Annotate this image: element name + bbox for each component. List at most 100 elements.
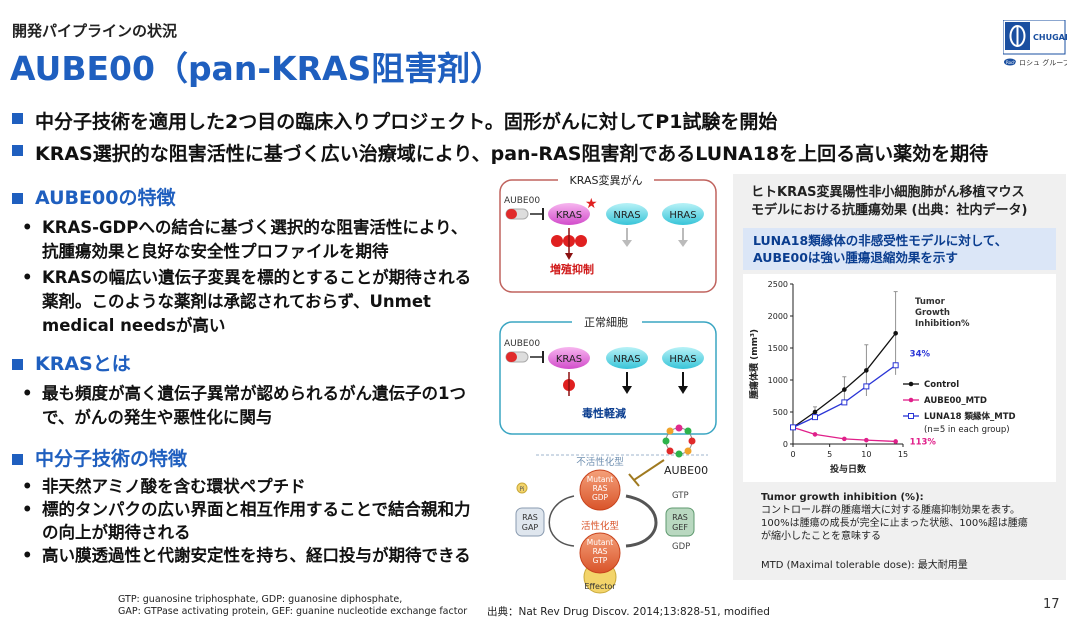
svg-text:RAS: RAS (672, 513, 688, 522)
x-axis-label: 投与日数 (830, 463, 867, 475)
section-heading: 中分子技術の特徴 (12, 444, 492, 471)
svg-text:Pi: Pi (519, 486, 524, 493)
svg-text:RAS: RAS (593, 547, 608, 556)
ras-gap-node (515, 507, 545, 537)
section-aube00: AUBE00の特徴 •KRAS-GDPへの結合に基づく選択的な阻害活性により、抗… (12, 183, 492, 338)
tgi-annotation: Inhibition% (915, 319, 970, 329)
section-midsize-tech: 中分子技術の特徴 •非天然アミノ酸を含む環状ペプチド •標的タンパクの広い界面と… (12, 444, 492, 567)
source-citation: 出典：Nat Rev Drug Discov. 2014;13:828-51, … (487, 606, 770, 618)
footnote: GTP: guanosine triphosphate, GDP: guanos… (118, 594, 468, 617)
list-item: •非天然アミノ酸を含む環状ペプチド (22, 477, 306, 496)
normal-cell-box: 正常細胞 AUBE00 KRAS NRAS HRAS 毒性軽減 (499, 313, 717, 435)
inactive-label: 不活性化型 (576, 456, 624, 468)
box-title: KRAS変異がん (570, 173, 643, 187)
legend-marker (908, 413, 914, 419)
drug-label: AUBE00 (664, 464, 708, 477)
nras-node (606, 203, 648, 225)
x-tick-label: 0 (790, 450, 795, 459)
data-point (842, 387, 847, 392)
data-label: 113% (910, 437, 937, 447)
mutant-ras-gtp-node (579, 532, 621, 574)
y-tick-label: 1000 (768, 376, 788, 385)
svg-text:GTP: GTP (593, 556, 608, 565)
blocked-signal-icon (551, 228, 587, 260)
svg-text:Effector: Effector (584, 582, 616, 591)
legend-label: AUBE00_MTD (924, 396, 987, 406)
hras-node (662, 203, 704, 225)
x-tick-label: 5 (827, 450, 832, 459)
y-tick-label: 2500 (768, 280, 788, 289)
box-title: 正常細胞 (584, 316, 628, 329)
data-point (863, 383, 870, 390)
gtp-label: GTP (672, 491, 689, 501)
kras-mutant-cancer-box: KRAS変異がん AUBE00 KRAS ★ NRAS HRAS 増殖抑制 (499, 171, 717, 293)
roche-text: Roche (1006, 60, 1019, 65)
page-number: 17 (1043, 597, 1060, 612)
list-item: •標的タンパクの広い界面と相互作用することで結合親和力の向上が期待される (22, 500, 471, 542)
kras-node (548, 203, 590, 225)
y-tick-label: 1500 (768, 344, 788, 353)
square-bullet-icon (12, 359, 23, 370)
top-bullet-1: 中分子技術を適用した2つ目の臨床入りプロジェクト。固形がんに対してP1試験を開始 (12, 107, 777, 134)
top-bullet-2: KRAS選択的な阻害活性に基づく広い治療域により、pan-RAS阻害剤であるLU… (12, 139, 988, 166)
panel-title: ヒトKRAS変異陽性非小細胞肺がん移植マウス モデルにおける抗腫瘍効果 (出典：… (751, 185, 1028, 218)
pill-icon (505, 208, 529, 220)
data-point (893, 330, 898, 336)
list-item: •KRASの幅広い遺伝子変異を標的とすることが期待される薬剤。このような薬剤は承… (22, 268, 472, 335)
x-tick-label: 10 (861, 450, 871, 459)
legend-label: LUNA18 類縁体_MTD (924, 411, 1016, 422)
data-label: 34% (910, 349, 931, 359)
x-tick-label: 15 (898, 450, 908, 459)
svg-text:KRAS: KRAS (556, 354, 582, 365)
drug-label: AUBE00 (504, 339, 540, 349)
section-heading: AUBE00の特徴 (12, 183, 492, 210)
callout-box: LUNA18類縁体の非感受性モデルに対して、 AUBE00は強い腫瘍退縮効果を示… (743, 228, 1056, 270)
logo-brand: CHUGAI (1033, 33, 1067, 42)
mechanism-diagram: KRAS変異がん AUBE00 KRAS ★ NRAS HRAS 増殖抑制 (496, 168, 726, 600)
ras-cycle-diagram: 不活性化型 活性化型 Mutant RAS GDP Effector Mutan… (515, 424, 708, 594)
page-title: AUBE00（pan-KRAS阻害剤） (10, 49, 504, 88)
blocked-signal-icon (563, 372, 575, 396)
legend-marker (908, 397, 914, 403)
data-point (812, 409, 818, 415)
section-kras: KRASとは •最も頻度が高く遺伝子異常が認められるがん遺伝子の1つで、がんの発… (12, 349, 492, 430)
result-label: 増殖抑制 (550, 262, 594, 276)
data-point (892, 362, 899, 369)
data-point (841, 399, 848, 406)
nras-node (606, 347, 648, 369)
legend-label: Control (924, 380, 959, 390)
svg-text:NRAS: NRAS (613, 354, 640, 365)
list-item: •最も頻度が高く遺伝子異常が認められるがん遺伝子の1つで、がんの発生や悪性化に関… (22, 384, 466, 427)
data-point (812, 414, 818, 421)
data-point (893, 439, 898, 444)
chugai-logo: CHUGAI Roche ロシュ グループ (1002, 19, 1070, 68)
mutation-star-icon: ★ (585, 196, 598, 212)
list-item: •高い膜透過性と代謝安定性を持ち、経口投与が期待できる (22, 546, 471, 565)
legend-note: (n=5 in each group) (924, 425, 1010, 435)
section-heading: KRASとは (12, 349, 492, 376)
svg-text:Mutant: Mutant (587, 538, 614, 547)
data-point (842, 436, 847, 442)
mtd-note: MTD (Maximal tolerable dose): 最大耐用量 (761, 560, 968, 571)
result-label: 毒性軽減 (582, 406, 626, 420)
legend-marker (908, 381, 914, 387)
macrocycle-peptide-icon (662, 424, 696, 458)
active-label: 活性化型 (581, 520, 620, 532)
svg-text:HRAS: HRAS (669, 354, 696, 365)
mutant-ras-gdp-node (579, 469, 621, 511)
y-tick-label: 2000 (768, 312, 788, 321)
svg-text:GEF: GEF (672, 523, 688, 532)
svg-text:RAS: RAS (593, 484, 608, 493)
square-bullet-icon (12, 113, 23, 124)
svg-text:GDP: GDP (592, 493, 609, 502)
data-point (790, 424, 796, 431)
svg-text:NRAS: NRAS (613, 210, 640, 221)
section-label: 開発パイプラインの状況 (12, 22, 178, 40)
hras-node (662, 347, 704, 369)
kras-node (548, 347, 590, 369)
tgi-annotation: Growth (915, 308, 950, 318)
drug-label: AUBE00 (504, 196, 540, 206)
y-axis-label: 腫瘍体積 (mm³) (748, 329, 760, 399)
list-item: •KRAS-GDPへの結合に基づく選択的な阻害活性により、抗腫瘍効果と良好な安全… (22, 218, 468, 261)
